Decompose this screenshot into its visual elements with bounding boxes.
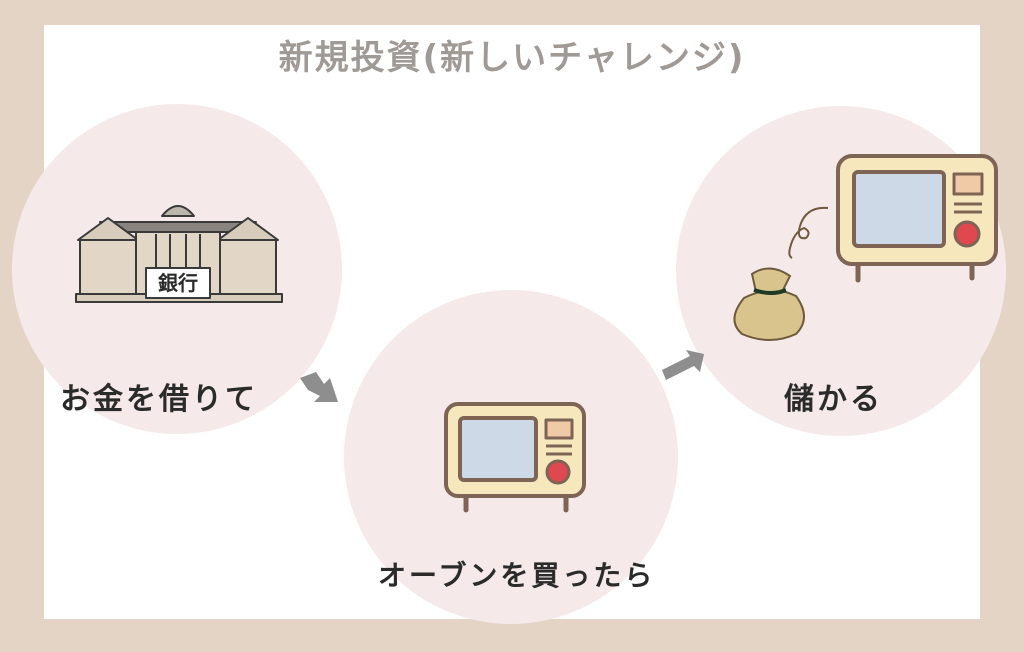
step-1-caption: お金を借りて xyxy=(60,382,258,417)
oven-icon xyxy=(444,402,586,513)
arrow-icon xyxy=(662,350,704,380)
motion-line xyxy=(788,206,829,259)
bank-sign-label: 銀行 xyxy=(158,271,198,295)
step-3-caption: 儲かる xyxy=(784,382,883,417)
bank-building-icon xyxy=(75,205,283,303)
diagram-title: 新規投資(新しいチャレンジ) xyxy=(278,38,746,78)
step-2-caption: オーブンを買ったら xyxy=(378,559,656,592)
oven-icon xyxy=(836,154,998,283)
arrow-icon xyxy=(300,372,338,402)
money-bag-icon xyxy=(733,267,805,341)
